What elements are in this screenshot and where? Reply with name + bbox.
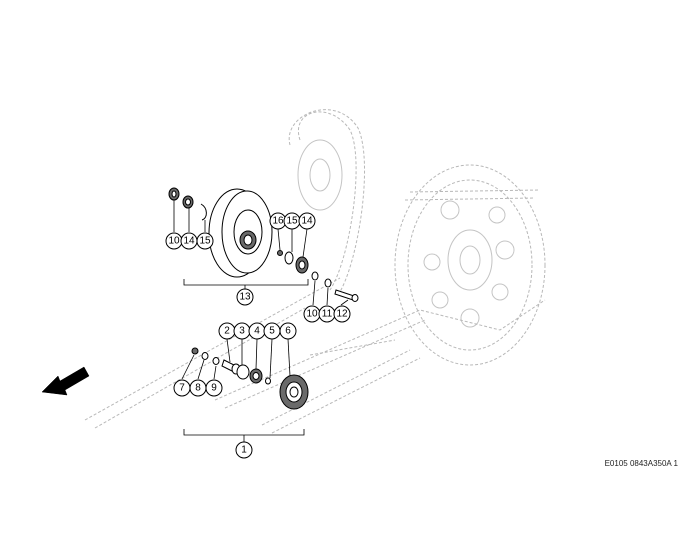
- callout-6: 6: [279, 322, 297, 340]
- svg-text:14: 14: [183, 236, 195, 247]
- callout-10-left: 10: [165, 232, 183, 250]
- svg-text:16: 16: [272, 216, 284, 227]
- svg-text:15: 15: [286, 216, 298, 227]
- svg-text:9: 9: [211, 383, 217, 394]
- svg-text:1: 1: [241, 445, 247, 456]
- drawing-id-label: E0105 0843A350A 1: [604, 459, 678, 468]
- svg-text:14: 14: [301, 216, 313, 227]
- callout-10-right: 10: [303, 305, 321, 323]
- callout-14-right: 14: [298, 212, 316, 230]
- direction-arrow-icon: [41, 366, 90, 396]
- svg-text:11: 11: [322, 309, 333, 320]
- svg-text:7: 7: [179, 383, 185, 394]
- pulley-left-parts: [168, 187, 207, 221]
- callout-14-left: 14: [180, 232, 198, 250]
- large-sprocket-ghost: [394, 164, 546, 366]
- callout-13: 13: [236, 288, 254, 306]
- callout-4: 4: [248, 322, 266, 340]
- svg-text:12: 12: [336, 309, 348, 320]
- svg-text:15: 15: [199, 236, 211, 247]
- svg-text:8: 8: [195, 383, 201, 394]
- upper-chain-ghost: [288, 109, 366, 296]
- svg-text:10: 10: [168, 236, 180, 247]
- callout-1: 1: [235, 441, 253, 459]
- callout-15-right: 15: [283, 212, 301, 230]
- idler-pulley: [208, 188, 273, 278]
- svg-text:6: 6: [285, 326, 291, 337]
- svg-text:3: 3: [239, 326, 245, 337]
- callout-12: 12: [333, 305, 351, 323]
- svg-text:13: 13: [239, 292, 251, 303]
- callout-leaders: [173, 200, 349, 380]
- callout-11: 11: [318, 305, 336, 323]
- pulley-right-parts: [277, 250, 359, 302]
- callout-2: 2: [218, 322, 236, 340]
- callout-8: 8: [189, 379, 207, 397]
- callout-9: 9: [205, 379, 223, 397]
- bracket-13: [183, 279, 309, 290]
- bracket-1: [183, 429, 305, 442]
- callout-3: 3: [233, 322, 251, 340]
- svg-text:4: 4: [254, 326, 260, 337]
- callout-5: 5: [263, 322, 281, 340]
- callout-15-left: 15: [196, 232, 214, 250]
- lower-sprocket-assembly: [191, 347, 309, 410]
- callout-7: 7: [173, 379, 191, 397]
- svg-text:10: 10: [306, 309, 318, 320]
- svg-text:5: 5: [269, 326, 275, 337]
- svg-text:2: 2: [224, 326, 230, 337]
